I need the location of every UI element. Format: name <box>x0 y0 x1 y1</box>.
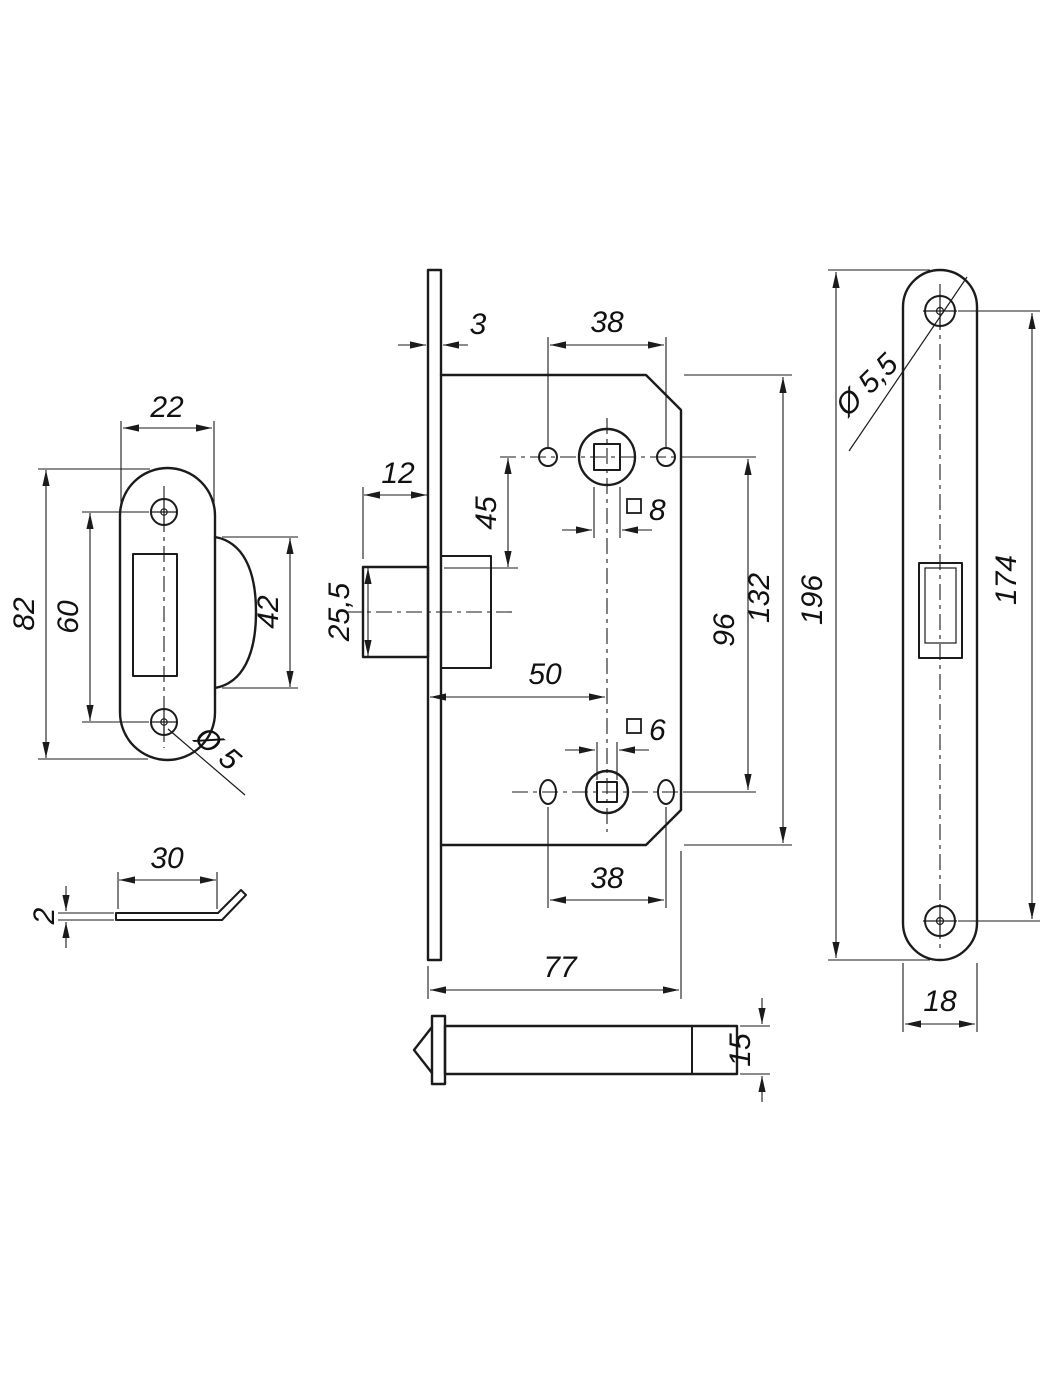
strike-plate-view: 22 82 60 42 Ø 5 <box>8 391 298 796</box>
dim-backset-label: 50 <box>528 658 562 691</box>
dim-hub-to-latch: 45 <box>444 458 518 569</box>
strike-plate-cutout <box>132 553 178 677</box>
dim-lower-screw-spacing-label: 38 <box>590 862 624 895</box>
dim-latch-height-label: 25,5 <box>323 582 356 642</box>
dim-follower-square: 8 <box>562 487 666 538</box>
lock-forend-strip <box>426 268 443 962</box>
strike-bottom-screw-hole <box>150 708 178 736</box>
square-symbol-icon <box>626 498 642 514</box>
forend-latch-cutout <box>918 562 963 659</box>
dim-strike-hole-dia-label: Ø 5 <box>188 720 247 777</box>
latch-flange <box>430 1014 447 1086</box>
dim-forend-height-label: 196 <box>796 575 829 625</box>
forend-plate-view: Ø 5,5 174 18 <box>829 268 1040 1032</box>
dim-dust-lid-thickness-label: 2 <box>28 907 61 925</box>
dim-upper-screw-spacing-label: 38 <box>590 306 624 339</box>
dim-strike-height: 82 <box>8 468 150 760</box>
upper-left-screw-hole <box>538 447 558 467</box>
dim-strike-screw-spacing: 60 <box>52 511 149 723</box>
spindle-follower <box>577 427 637 487</box>
dim-strike-width-label: 22 <box>149 391 184 424</box>
dim-forend-hole-dia: Ø 5,5 <box>829 276 968 452</box>
dust-lid-view: 30 2 <box>28 842 247 948</box>
dim-wc-square-label: 6 <box>649 714 666 747</box>
dim-hub-to-latch-label: 45 <box>470 496 503 530</box>
dim-centres-label: 96 <box>708 613 741 647</box>
lower-right-screw-slot <box>657 779 675 805</box>
dim-strike-width: 22 <box>120 391 215 505</box>
dim-upper-screw-spacing: 38 <box>547 306 667 447</box>
dim-forend-screw-spacing-label: 174 <box>990 555 1023 605</box>
dim-dust-lid-width: 30 <box>117 842 218 909</box>
dim-forend-width-label: 18 <box>923 985 957 1018</box>
dim-latch-protrusion-label: 12 <box>381 457 415 490</box>
dim-dust-lid-width-label: 30 <box>150 842 184 875</box>
dim-strike-tongue: 42 <box>222 536 298 689</box>
latch-tip <box>412 1025 434 1075</box>
upper-right-screw-hole <box>656 447 676 467</box>
dim-case-height-label: 132 <box>743 573 776 623</box>
dim-forend-screw-spacing: 174 <box>958 310 1040 922</box>
forend-top-screw-hole <box>923 294 957 328</box>
dim-latch-thickness-label: 15 <box>724 1033 757 1067</box>
strike-top-screw-hole <box>150 498 178 526</box>
lock-case-view: 3 38 12 45 8 25,5 <box>323 268 930 999</box>
dim-case-height: 132 <box>684 374 792 846</box>
dim-strike-height-label: 82 <box>8 597 41 631</box>
dim-dust-lid-thickness: 2 <box>28 886 114 948</box>
dim-lower-screw-spacing: 38 <box>547 807 667 908</box>
dim-latch-protrusion: 12 <box>362 457 427 559</box>
dim-backset: 50 <box>430 658 605 701</box>
dim-case-depth-label: 77 <box>543 951 578 984</box>
forend-bottom-screw-hole <box>923 904 957 938</box>
strike-plate-tongue <box>213 535 258 690</box>
dim-wc-square: 6 <box>565 714 666 780</box>
lower-left-screw-slot <box>539 779 557 805</box>
forend-outline <box>901 268 979 962</box>
dim-forend-thickness-label: 3 <box>470 308 487 341</box>
strike-plate-outline <box>118 466 217 762</box>
dim-strike-tongue-label: 42 <box>252 595 285 629</box>
dim-case-depth: 77 <box>427 851 682 999</box>
dim-follower-square-label: 8 <box>649 494 666 527</box>
square-symbol-icon <box>626 718 642 734</box>
dim-latch-thickness: 15 <box>724 998 770 1102</box>
dim-centres: 96 <box>684 456 756 793</box>
dim-forend-height: 196 <box>796 269 930 961</box>
dust-lid-outline <box>115 889 247 921</box>
latch-bolt-side-view: 15 <box>412 998 770 1102</box>
dim-strike-screw-spacing-label: 60 <box>52 600 85 634</box>
lock-case-outline <box>439 373 683 847</box>
dim-latch-height: 25,5 <box>323 568 372 656</box>
wc-follower <box>584 769 630 815</box>
dim-forend-thickness: 3 <box>398 308 487 349</box>
latch-body <box>443 1024 739 1076</box>
dim-forend-width: 18 <box>902 963 978 1032</box>
